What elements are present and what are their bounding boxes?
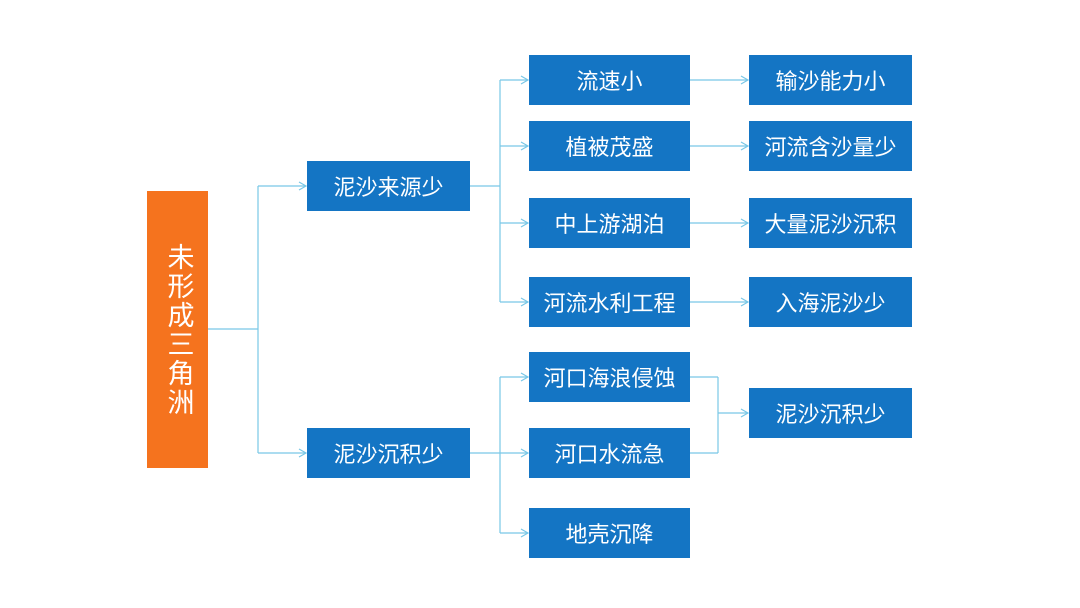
node-label: 泥沙来源少	[333, 176, 444, 201]
node-effect-low-deposition: 泥沙沉积少	[749, 388, 912, 438]
node-label: 地壳沉降	[565, 523, 654, 548]
node-cause-lush-vegetation: 植被茂盛	[529, 121, 690, 171]
node-label: 河口水流急	[554, 443, 665, 468]
node-sediment-deposit-low: 泥沙沉积少	[307, 428, 470, 478]
node-effect-low-sediment-content: 河流含沙量少	[749, 121, 912, 171]
node-label: 大量泥沙沉积	[764, 213, 897, 238]
root-node: 未形成三角洲	[147, 191, 208, 468]
node-cause-slow-flow: 流速小	[529, 55, 690, 105]
node-label: 中上游湖泊	[554, 213, 665, 238]
node-label: 入海泥沙少	[775, 292, 886, 317]
node-label: 河流含沙量少	[764, 136, 897, 161]
node-label: 河口海浪侵蚀	[543, 367, 676, 392]
node-label: 植被茂盛	[565, 136, 654, 161]
node-label: 输沙能力小	[775, 70, 886, 95]
node-label: 流速小	[576, 70, 643, 95]
node-label: 河流水利工程	[543, 292, 676, 317]
root-label: 未形成三角洲	[162, 242, 194, 417]
node-cause-upstream-lakes: 中上游湖泊	[529, 198, 690, 248]
node-cause-rapid-current: 河口水流急	[529, 428, 690, 478]
node-label: 泥沙沉积少	[333, 443, 444, 468]
node-effect-heavy-deposition: 大量泥沙沉积	[749, 198, 912, 248]
node-cause-crustal-subsidence: 地壳沉降	[529, 508, 690, 558]
node-effect-less-sediment-to-sea: 入海泥沙少	[749, 277, 912, 327]
node-effect-low-transport: 输沙能力小	[749, 55, 912, 105]
node-sediment-source-low: 泥沙来源少	[307, 161, 470, 211]
node-cause-water-projects: 河流水利工程	[529, 277, 690, 327]
node-cause-wave-erosion: 河口海浪侵蚀	[529, 352, 690, 402]
node-label: 泥沙沉积少	[775, 403, 886, 428]
